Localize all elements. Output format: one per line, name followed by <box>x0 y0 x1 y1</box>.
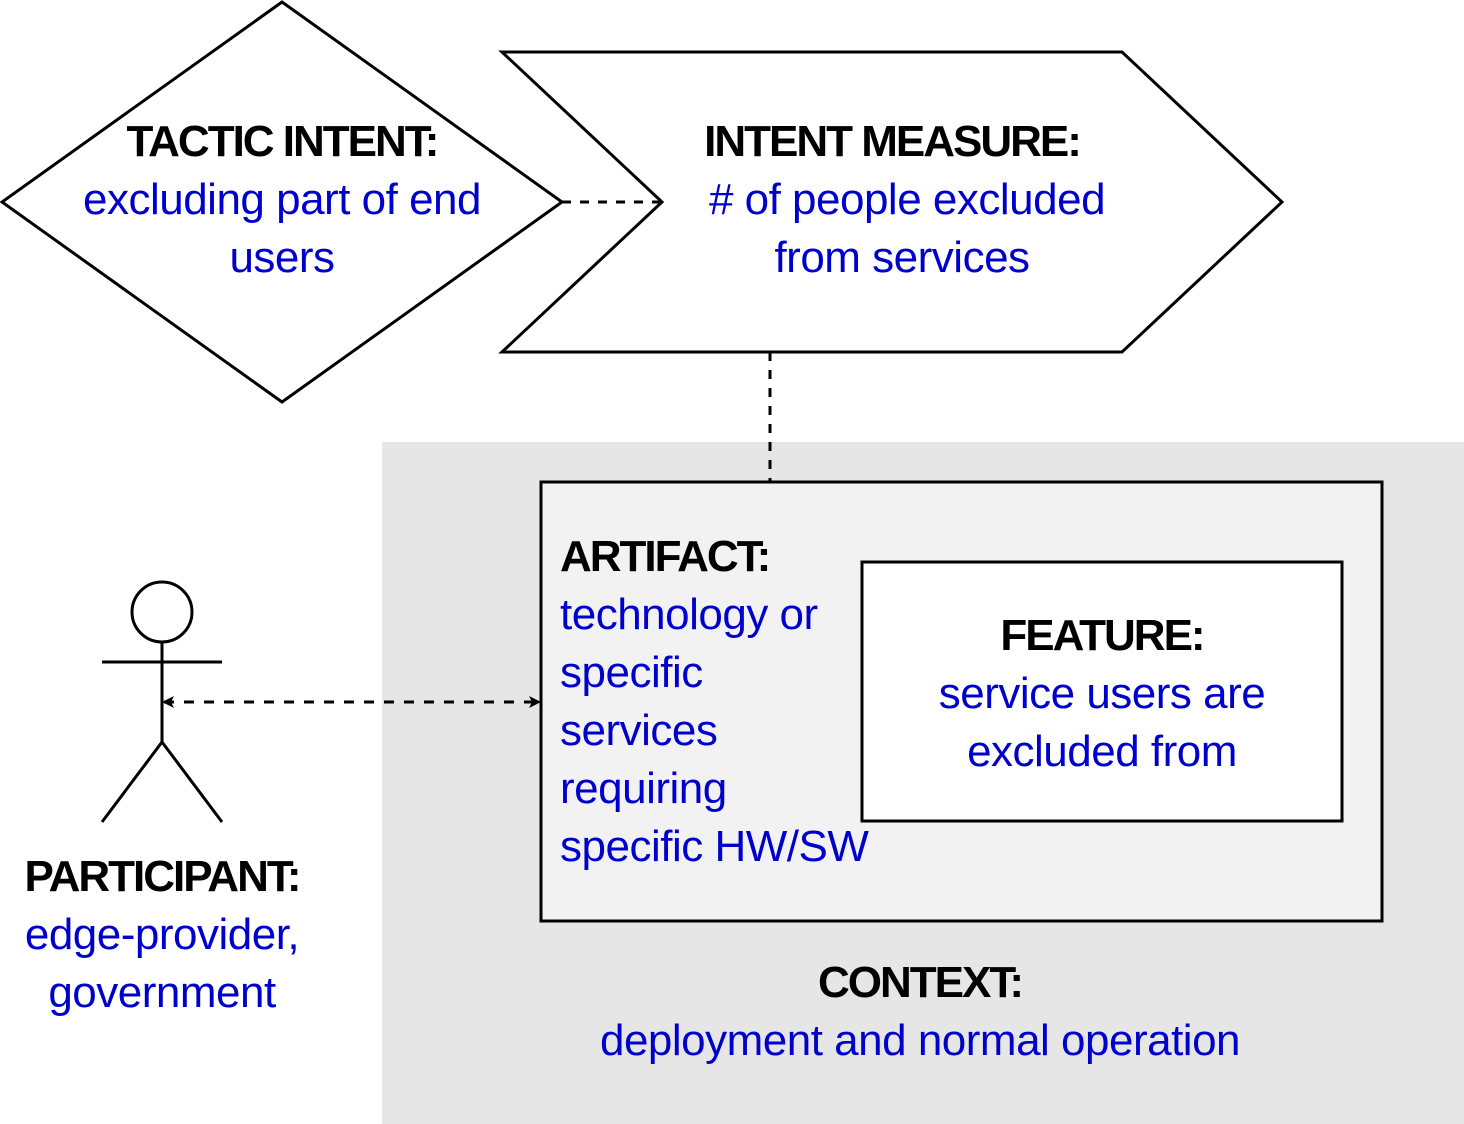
artifact-text-line2: specific <box>560 648 703 697</box>
participant-label: PARTICIPANT: edge-provider, government <box>0 848 324 1022</box>
feature-text-line2: excluded from <box>967 727 1237 776</box>
participant-text-line1: edge-provider, <box>24 910 300 959</box>
feature-heading: FEATURE: <box>1000 611 1205 660</box>
artifact-text-line3: services <box>560 706 718 755</box>
intent-measure-text-line1: # of people excluded <box>708 175 1106 224</box>
participant-actor-icon[interactable] <box>100 580 224 823</box>
participant-text-line2: government <box>48 968 276 1017</box>
intent-measure-text-line2: from services <box>774 233 1030 282</box>
intent-measure-label: INTENT MEASURE: # of people excluded fro… <box>632 113 1152 287</box>
artifact-text-line4: requiring <box>560 764 727 813</box>
feature-box[interactable] <box>860 560 1344 823</box>
artifact-text-line1: technology or <box>560 590 818 639</box>
tactic-intent-diamond[interactable] <box>0 0 565 404</box>
feature-text-line1: service users are <box>938 669 1266 718</box>
tactic-intent-heading: TACTIC INTENT: <box>126 117 440 166</box>
context-text-line1: deployment and normal operation <box>599 1016 1241 1065</box>
artifact-heading: ARTIFACT: <box>560 532 771 581</box>
context-heading: CONTEXT: <box>818 958 1024 1007</box>
artifact-label: ARTIFACT: technology or specific service… <box>560 528 960 876</box>
tactic-intent-label: TACTIC INTENT: excluding part of end use… <box>22 113 542 287</box>
artifact-text-line5: specific HW/SW <box>560 822 869 871</box>
tactic-intent-text-line2: users <box>229 233 335 282</box>
tactic-intent-text-line1: excluding part of end <box>82 175 482 224</box>
participant-heading: PARTICIPANT: <box>24 852 301 901</box>
intent-measure-chevron[interactable] <box>498 50 1285 354</box>
intent-measure-heading: INTENT MEASURE: <box>704 117 1082 166</box>
feature-label: FEATURE: service users are excluded from <box>864 607 1340 781</box>
context-label: CONTEXT: deployment and normal operation <box>520 954 1320 1070</box>
